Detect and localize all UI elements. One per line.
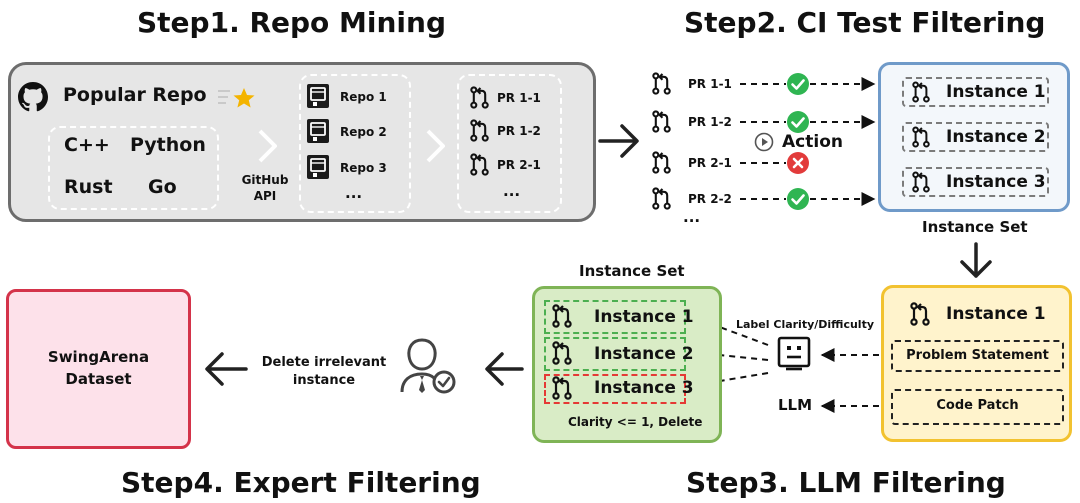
instance-set-label-right: Instance Set bbox=[922, 218, 1028, 236]
pull-request-icon bbox=[652, 110, 671, 133]
pull-request-icon bbox=[912, 81, 930, 103]
step3-title: Step3. LLM Filtering bbox=[686, 466, 1006, 499]
expert-user-icon bbox=[400, 338, 456, 394]
problem-statement-box bbox=[891, 340, 1064, 372]
action-label: Action bbox=[782, 132, 843, 152]
ci-prs-ellipsis: ... bbox=[683, 208, 701, 226]
llm-instance-1: Instance 1 bbox=[594, 307, 694, 327]
repos-group bbox=[299, 74, 411, 213]
language-cpp: C++ bbox=[64, 134, 110, 156]
repo-icon bbox=[307, 84, 329, 108]
pull-request-icon bbox=[470, 153, 489, 176]
github-api-label: GitHub API bbox=[236, 172, 294, 204]
step1-title: Step1. Repo Mining bbox=[137, 6, 446, 39]
pr-1-2-label: PR 1-2 bbox=[497, 124, 541, 138]
repo-icon bbox=[307, 155, 329, 179]
kept-instance-box bbox=[544, 337, 686, 371]
repo-1-label: Repo 1 bbox=[340, 90, 387, 104]
ci-pr-1-2-label: PR 1-2 bbox=[688, 115, 732, 129]
dataset-label: SwingArena Dataset bbox=[6, 346, 191, 390]
repos-ellipsis: ... bbox=[345, 184, 363, 202]
ci-instance-1: Instance 1 bbox=[946, 82, 1046, 102]
instance-set-label-middle: Instance Set bbox=[579, 262, 685, 280]
pull-request-icon bbox=[652, 187, 671, 210]
llm-instance-3: Instance 3 bbox=[594, 378, 694, 398]
delete-line-1: Delete irrelevant bbox=[261, 355, 387, 370]
step2-instance-panel bbox=[878, 62, 1070, 212]
llm-instance-2: Instance 2 bbox=[594, 344, 694, 364]
repo-icon bbox=[307, 119, 329, 143]
arrow-to-dataset bbox=[205, 352, 248, 386]
prs-group bbox=[457, 74, 562, 213]
ci-pr-1-1-label: PR 1-1 bbox=[688, 77, 732, 91]
play-icon bbox=[754, 132, 774, 152]
step1-panel bbox=[8, 62, 596, 222]
dataset-line-2: Dataset bbox=[65, 370, 132, 388]
ci-instance-2: Instance 2 bbox=[946, 127, 1046, 147]
instance-box bbox=[902, 122, 1049, 152]
instance-box bbox=[902, 77, 1049, 107]
step3-instance-label: Instance 1 bbox=[946, 304, 1046, 324]
github-api-line-2: API bbox=[253, 189, 277, 203]
code-patch-label: Code Patch bbox=[936, 398, 1019, 413]
pull-request-icon bbox=[552, 341, 572, 365]
delete-line-2: instance bbox=[292, 373, 356, 388]
label-clarity-difficulty: Label Clarity/Difficulty bbox=[736, 318, 874, 331]
arrow-step1-to-step2 bbox=[598, 124, 639, 158]
step4-title: Step4. Expert Filtering bbox=[121, 466, 481, 499]
pr-2-1-label: PR 2-1 bbox=[497, 158, 541, 172]
prs-ellipsis: ... bbox=[503, 182, 521, 200]
chevron-right-icon bbox=[258, 129, 277, 163]
language-rust: Rust bbox=[64, 176, 113, 198]
language-python: Python bbox=[130, 134, 206, 156]
star-icon bbox=[218, 88, 255, 108]
step2-title: Step2. CI Test Filtering bbox=[684, 6, 1046, 39]
robot-face-icon bbox=[777, 336, 811, 371]
swingarena-dataset-box bbox=[6, 289, 191, 449]
languages-group bbox=[48, 126, 219, 210]
pull-request-icon bbox=[652, 72, 671, 95]
instance-box bbox=[902, 167, 1049, 197]
pull-request-icon bbox=[470, 86, 489, 109]
pull-request-icon bbox=[470, 119, 489, 142]
x-circle-icon bbox=[786, 151, 810, 175]
repo-2-label: Repo 2 bbox=[340, 125, 387, 139]
pull-request-icon bbox=[912, 126, 930, 148]
ci-instance-3: Instance 3 bbox=[946, 172, 1046, 192]
pull-request-icon bbox=[912, 171, 930, 193]
kept-instance-box bbox=[544, 300, 686, 334]
check-circle-icon bbox=[786, 110, 810, 134]
ci-pr-2-1-label: PR 2-1 bbox=[688, 156, 732, 170]
delete-irrelevant-label: Delete irrelevant instance bbox=[258, 354, 390, 390]
step3-instance-panel bbox=[881, 285, 1072, 442]
pull-request-icon bbox=[910, 302, 930, 326]
code-patch-box bbox=[891, 389, 1064, 425]
arrow-to-step3 bbox=[960, 242, 992, 278]
ci-pr-2-2-label: PR 2-2 bbox=[688, 192, 732, 206]
repo-3-label: Repo 3 bbox=[340, 161, 387, 175]
llm-label: LLM bbox=[778, 396, 813, 414]
problem-statement-label: Problem Statement bbox=[906, 348, 1049, 363]
pull-request-icon bbox=[552, 304, 572, 328]
arrow-to-expert bbox=[485, 352, 524, 386]
github-api-line-1: GitHub bbox=[241, 173, 289, 187]
popular-repo-label: Popular Repo bbox=[63, 84, 207, 106]
chevron-right-icon bbox=[426, 129, 445, 163]
github-icon bbox=[18, 82, 48, 112]
clarity-note: Clarity <= 1, Delete bbox=[568, 415, 703, 429]
check-circle-icon bbox=[786, 72, 810, 96]
check-circle-icon bbox=[786, 187, 810, 211]
dataset-line-1: SwingArena bbox=[47, 348, 150, 366]
pull-request-icon bbox=[652, 151, 671, 174]
llm-instance-panel bbox=[532, 286, 722, 443]
language-go: Go bbox=[148, 176, 177, 198]
pr-1-1-label: PR 1-1 bbox=[497, 91, 541, 105]
pull-request-icon bbox=[552, 376, 572, 400]
deleted-instance-box bbox=[544, 374, 686, 404]
